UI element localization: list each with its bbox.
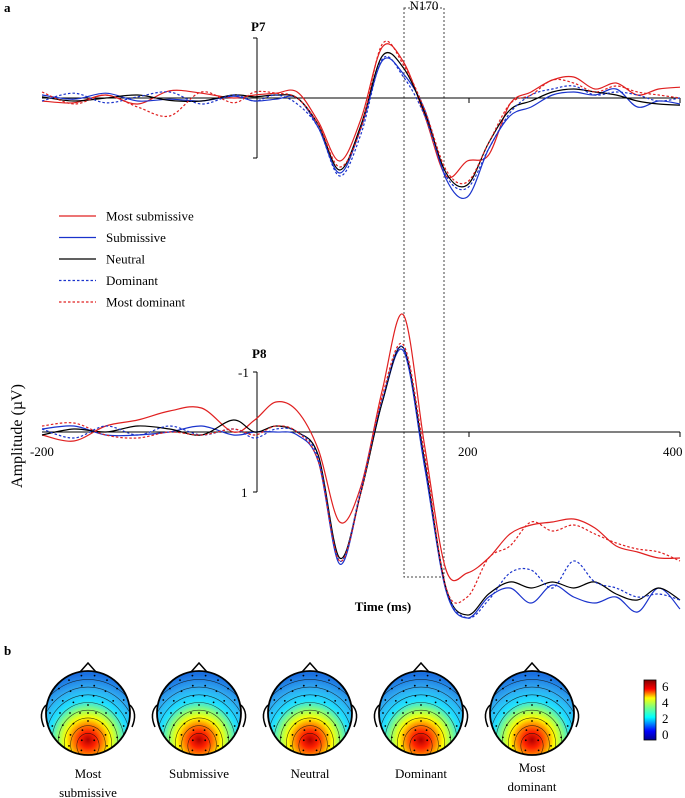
topo-map-dominant: [373, 661, 469, 756]
topo-electrodes: [382, 674, 460, 752]
topo-map-neutral: [262, 661, 358, 756]
topo-map-submissive: [151, 661, 247, 756]
topo-electrodes: [271, 674, 349, 752]
topo-right-ear: [573, 704, 580, 728]
panel-label-a: a: [4, 0, 11, 15]
topo-left-ear: [40, 704, 47, 728]
topo-label-most-dominant-1: dominant: [507, 779, 556, 794]
p7-series-dominant: [41, 55, 681, 191]
y-axis-label: Amplitude (µV): [9, 384, 26, 488]
p8-x-tick-200: 200: [458, 444, 478, 459]
topo-map-most-dominant: [484, 661, 580, 756]
p8-y-tick-minus1: -1: [238, 365, 249, 380]
topo-head-outline: [267, 670, 353, 756]
n170-window: [403, 7, 445, 578]
topo-right-ear: [129, 704, 136, 728]
p8-series-neutral: [41, 345, 681, 616]
topo-maps: Most submissive Submissive Neutral Dominant M…: [40, 661, 580, 798]
topo-nose: [79, 661, 97, 673]
topo-label-most-dominant-0: Most: [519, 760, 546, 775]
p8-x-tick-minus200: -200: [30, 444, 54, 459]
p7-title: P7: [251, 19, 266, 34]
topo-head-outline: [45, 670, 131, 756]
legend-label-most-submissive: Most submissive: [106, 209, 194, 224]
p8-y-tick-1: 1: [241, 485, 248, 500]
topo-right-ear: [351, 704, 358, 728]
colorbar-scale: [643, 679, 657, 741]
n170-label: N170: [410, 0, 439, 13]
topo-map-most-submissive: [40, 661, 136, 756]
legend-label-most-dominant: Most dominant: [106, 295, 185, 310]
p8-x-tick-400: 400: [663, 444, 683, 459]
p7-series-group: [41, 40, 681, 199]
p8-axes: P8 -1 1 -200 200 400 Time (ms) Amplitude…: [9, 346, 683, 614]
colorbar-tick-6: 6: [662, 679, 669, 694]
topo-nose: [412, 661, 430, 673]
topo-left-ear: [151, 704, 158, 728]
legend-label-submissive: Submissive: [106, 230, 166, 245]
topo-head-outline: [378, 670, 464, 756]
p8-series-dominant: [41, 345, 681, 619]
p8-series-group: [41, 313, 681, 619]
p7-series-most-submissive: [41, 43, 681, 179]
topo-electrodes: [493, 674, 571, 752]
topo-label-most-submissive-1: submissive: [59, 785, 117, 798]
legend-label-neutral: Neutral: [106, 252, 145, 267]
p8-title: P8: [252, 346, 267, 361]
colorbar-tick-4: 4: [662, 695, 669, 710]
topo-label-neutral-0: Neutral: [291, 766, 330, 781]
topo-electrodes: [49, 674, 127, 752]
colorbar-tick-0: 0: [662, 727, 669, 742]
p7-series-most-dominant: [41, 40, 681, 185]
topo-label-submissive-0: Submissive: [169, 766, 229, 781]
topo-electrodes: [160, 674, 238, 752]
p8-series-submissive: [41, 348, 681, 619]
p7-axes: P7: [42, 19, 681, 159]
topo-head-outline: [489, 670, 575, 756]
topo-left-ear: [373, 704, 380, 728]
legend: Most submissiveSubmissiveNeutralDominant…: [59, 209, 194, 310]
colorbar: 6 4 2 0: [643, 679, 669, 742]
p8-series-most-submissive: [41, 313, 681, 582]
topo-nose: [301, 661, 319, 673]
topo-left-ear: [262, 704, 269, 728]
topo-nose: [190, 661, 208, 673]
topo-head-outline: [156, 670, 242, 756]
topo-nose: [523, 661, 541, 673]
topo-label-dominant-0: Dominant: [395, 766, 447, 781]
colorbar-tick-2: 2: [662, 711, 669, 726]
x-axis-label: Time (ms): [355, 599, 411, 614]
topo-left-ear: [484, 704, 491, 728]
legend-label-dominant: Dominant: [106, 273, 158, 288]
topo-label-most-submissive-0: Most: [75, 766, 102, 781]
topo-right-ear: [462, 704, 469, 728]
p8-series-most-dominant: [41, 342, 681, 604]
panel-label-b: b: [4, 643, 11, 658]
topo-right-ear: [240, 704, 247, 728]
